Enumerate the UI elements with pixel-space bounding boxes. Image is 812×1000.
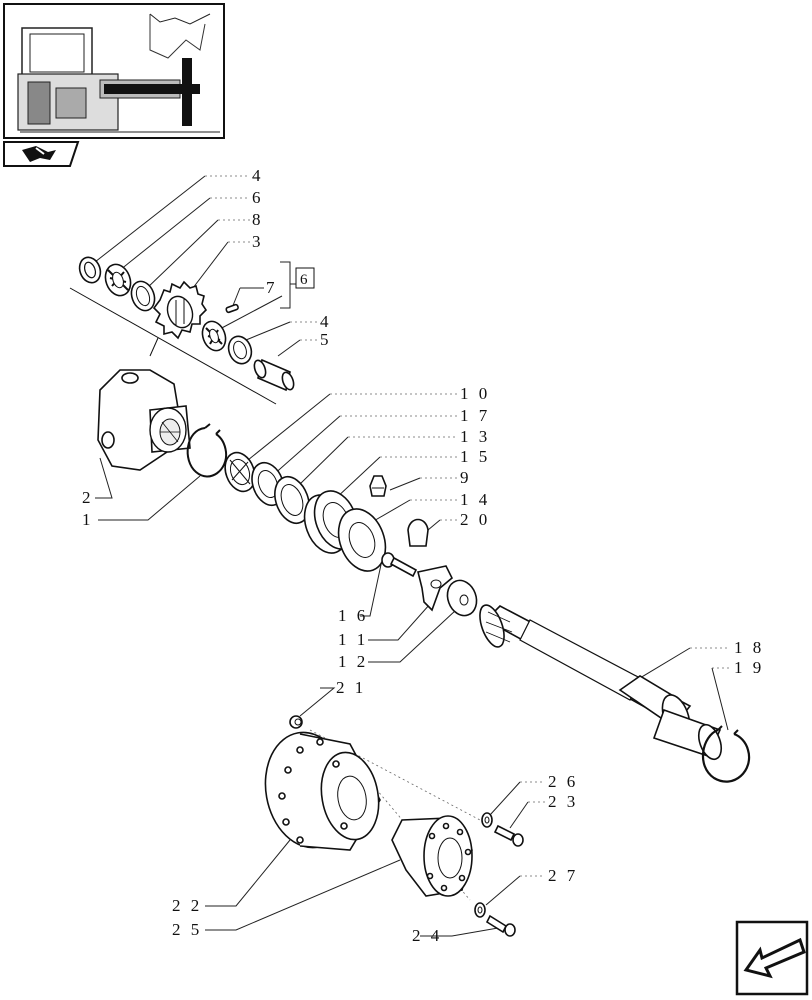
callout-10: 1 0 <box>460 384 490 403</box>
callout-20: 2 0 <box>460 510 490 529</box>
adaptor-part-25[interactable] <box>391 815 473 897</box>
washer-part-12[interactable] <box>443 576 482 619</box>
callout-14: 1 4 <box>460 490 490 509</box>
callout-16: 1 6 <box>338 606 368 625</box>
callout-18: 1 8 <box>734 638 764 657</box>
previous-page-icon[interactable] <box>3 141 80 167</box>
washer-part-4b[interactable] <box>225 333 255 367</box>
callout-25: 2 5 <box>172 920 202 939</box>
callout-27: 2 7 <box>548 866 578 885</box>
spacer-part-8[interactable] <box>128 278 159 314</box>
callout-6: 6 <box>252 188 264 207</box>
tractor-overview-thumbnail[interactable] <box>3 3 225 139</box>
wheel-hub-part-22[interactable] <box>257 726 386 855</box>
callout-2: 2 <box>82 488 94 507</box>
callout-19: 1 9 <box>734 658 764 677</box>
callout-24: 2 4 <box>412 926 442 945</box>
callout-11: 1 1 <box>338 630 368 649</box>
callout-21: 2 1 <box>336 678 366 697</box>
needle-bearing-part-6[interactable] <box>101 261 134 299</box>
callout-leader-lines <box>69 175 730 937</box>
bearing-part-10[interactable] <box>220 448 260 495</box>
callout-23: 2 3 <box>548 792 578 811</box>
flange-part-2[interactable] <box>97 369 191 471</box>
washer-part-4[interactable] <box>76 254 104 285</box>
bolt-part-16[interactable] <box>381 552 418 578</box>
callout-26: 2 6 <box>548 772 578 791</box>
callout-9: 9 <box>460 468 472 487</box>
callout-4: 4 <box>252 166 264 185</box>
callout-13: 1 3 <box>460 427 490 446</box>
callout-labels: 4 6 8 3 7 6 4 5 1 0 1 7 1 3 1 5 9 1 4 2 … <box>82 166 764 945</box>
callout-12: 1 2 <box>338 652 368 671</box>
callout-3: 3 <box>252 232 264 251</box>
snap-ring-part-1[interactable] <box>186 423 228 478</box>
seal-part-14[interactable] <box>330 502 393 577</box>
plate-part-11[interactable] <box>417 565 453 612</box>
bolt-part-23[interactable] <box>493 824 524 847</box>
callout-7: 7 <box>266 278 278 297</box>
callout-15: 1 5 <box>460 447 490 466</box>
callout-17: 1 7 <box>460 406 490 425</box>
plug-part-21[interactable] <box>289 715 303 729</box>
bolt-part-24[interactable] <box>485 914 516 937</box>
cap-part-20[interactable] <box>407 518 429 547</box>
next-page-icon[interactable] <box>735 920 809 996</box>
washer-part-26[interactable] <box>481 812 493 828</box>
grease-nipple-part-9[interactable] <box>369 475 387 497</box>
callout-8: 8 <box>252 210 264 229</box>
shaft-part-18[interactable] <box>475 602 725 762</box>
group-label-6: 6 <box>300 272 311 288</box>
pin-part-7[interactable] <box>225 303 239 314</box>
callout-22: 2 2 <box>172 896 202 915</box>
callout-5: 5 <box>320 330 332 349</box>
needle-bearing-part-6b[interactable] <box>199 318 230 354</box>
snap-ring-part-19[interactable] <box>701 725 751 783</box>
ring-part-13[interactable] <box>269 472 315 528</box>
bush-part-5[interactable] <box>252 358 296 392</box>
callout-1: 1 <box>82 510 94 529</box>
washer-part-27[interactable] <box>474 902 486 918</box>
gear-part-3[interactable] <box>152 280 208 340</box>
callout-4b: 4 <box>320 312 332 331</box>
